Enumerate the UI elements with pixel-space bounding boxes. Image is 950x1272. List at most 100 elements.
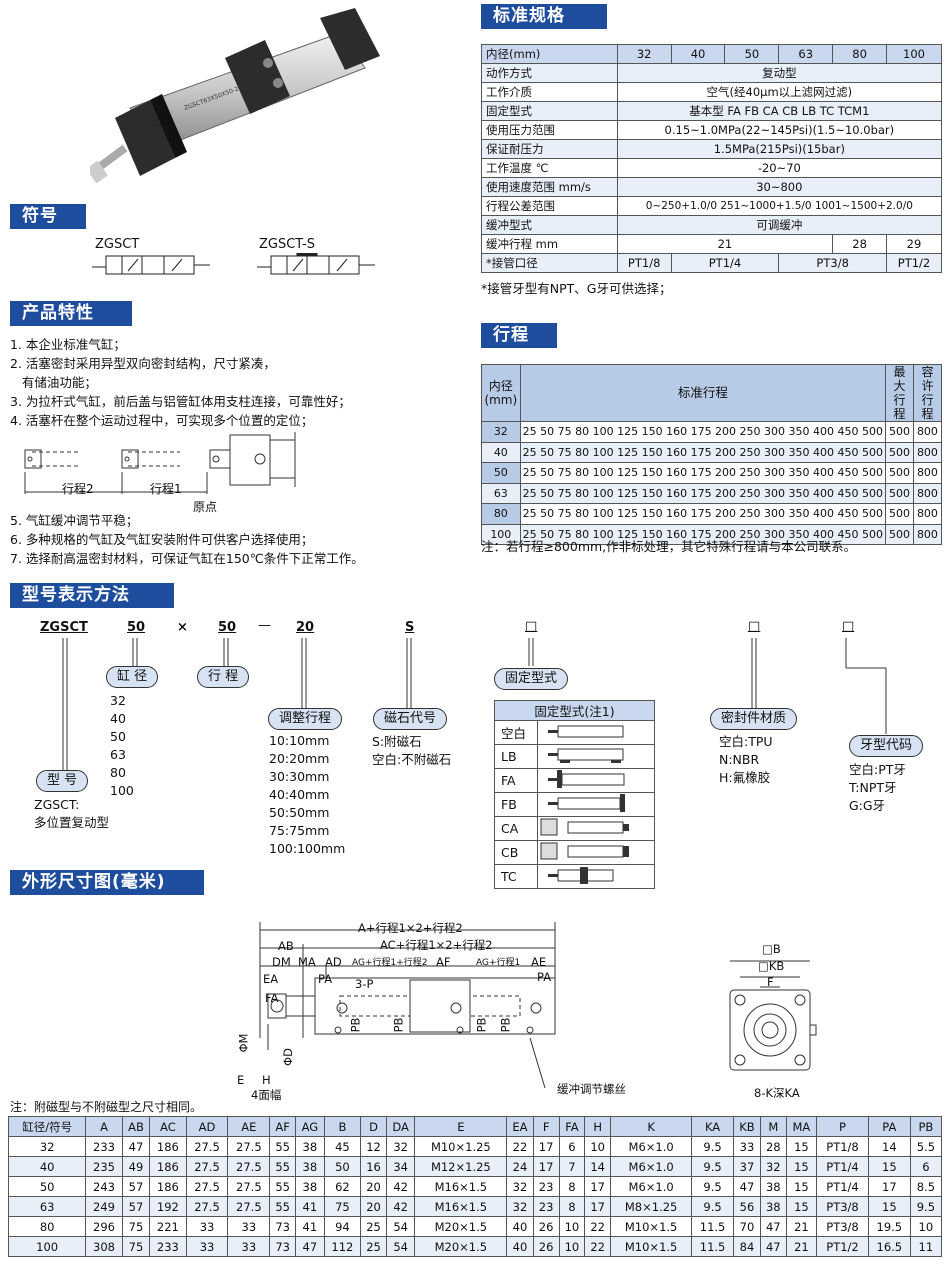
dim-cell: 75 — [121, 1236, 151, 1257]
spec-value: 0.15~1.0MPa(22~145Psi)(1.5~10.0bar) — [616, 120, 943, 140]
dim-cell: 75 — [323, 1196, 362, 1217]
dim-cell: 47 — [759, 1216, 787, 1237]
drawing-ab: AB — [278, 939, 294, 953]
dim-cell: 10 — [558, 1236, 586, 1257]
model-stroke-pill: 行 程 — [197, 666, 250, 688]
dim-cell: 308 — [85, 1236, 123, 1257]
dim-cell: 63 — [7, 1196, 87, 1217]
dim-cell: 33 — [227, 1236, 271, 1257]
dim-cell: 27.5 — [185, 1196, 229, 1217]
stroke-allow: 800 — [912, 462, 943, 484]
spec-row: 动作方式复动型 — [481, 63, 943, 83]
dim-cell: 17 — [584, 1176, 612, 1197]
mount-table-header: 固定型式(注1) — [494, 700, 655, 721]
dim-header-cell: PA — [867, 1116, 911, 1137]
model-seal-values: 空白:TPU N:NBR H:氟橡胶 — [719, 734, 773, 785]
model-mag-values: S:附磁石 空白:不附磁石 — [372, 734, 452, 767]
dim-cell: 25 — [360, 1216, 387, 1237]
dim-cell: 38 — [295, 1156, 325, 1177]
dim-cell: 100 — [7, 1236, 87, 1257]
dim-cell: 32 — [759, 1156, 787, 1177]
spec-key: 行程公差范围 — [481, 196, 618, 216]
dim-cell: 42 — [385, 1196, 416, 1217]
stroke-allow: 800 — [912, 503, 943, 525]
dim-cell: M12×1.25 — [414, 1156, 508, 1177]
dim-cell: 32 — [506, 1196, 534, 1217]
spec-key: 工作介质 — [481, 82, 618, 102]
spec-value: 21 — [616, 234, 834, 254]
dim-cell: 33 — [185, 1216, 229, 1237]
drawing-pa-right: PA — [537, 970, 552, 984]
dim-cell: 47 — [759, 1236, 787, 1257]
dim-cell: 80 — [7, 1216, 87, 1237]
dim-cell: 28 — [759, 1136, 787, 1157]
stroke-header-allow: 容许行程 — [912, 364, 943, 422]
dim-cell: 38 — [295, 1176, 325, 1197]
dim-cell: 112 — [323, 1236, 362, 1257]
spec-key: 工作温度 ℃ — [481, 158, 618, 178]
symbol-zgsct-diagram — [92, 255, 210, 275]
dim-cell: 9.5 — [691, 1156, 734, 1177]
dim-cell: 15 — [785, 1196, 818, 1217]
drawing-af: AF — [436, 955, 451, 969]
feature-2-cont: 有储油功能； — [10, 375, 97, 390]
dim-cell: 16.5 — [867, 1236, 911, 1257]
dim-cell: 84 — [732, 1236, 761, 1257]
dim-cell: PT3/8 — [816, 1196, 869, 1217]
dim-cell: 14 — [867, 1136, 911, 1157]
dim-cell: 20 — [360, 1196, 387, 1217]
spec-row: 工作介质空气(经40μm以上滤网过滤) — [481, 82, 943, 102]
dim-cell: M8×1.25 — [610, 1196, 693, 1217]
stroke-allow: 800 — [912, 421, 943, 443]
dim-cell: 221 — [149, 1216, 187, 1237]
stroke-std: 25 50 75 80 100 125 150 160 175 200 250 … — [519, 441, 887, 463]
drawing-ac-total: AC+行程1×2+行程2 — [380, 938, 493, 952]
section-dimensions-header: 外形尺寸图(毫米) — [10, 870, 204, 895]
drawing-pa-left: PA — [318, 972, 333, 986]
dim-header-cell: F — [532, 1116, 560, 1137]
dim-cell: 38 — [759, 1196, 787, 1217]
dim-cell: PT1/4 — [816, 1156, 869, 1177]
section-symbol-header: 符号 — [10, 204, 86, 229]
dim-cell: 47 — [732, 1176, 761, 1197]
mount-row: FB — [494, 792, 655, 817]
dim-cell: 32 — [7, 1136, 87, 1157]
dim-cell: 9.5 — [691, 1136, 734, 1157]
mount-row: LB — [494, 744, 655, 769]
stroke-allow: 800 — [912, 441, 943, 463]
model-mount-box: □ — [525, 619, 538, 634]
dim-header-cell: AC — [149, 1116, 187, 1137]
mount-code: 空白 — [494, 720, 538, 745]
model-stroke-code: 50 — [218, 620, 237, 635]
spec-header-cell: 内径(mm) — [481, 44, 618, 64]
dim-header-cell: E — [414, 1116, 508, 1137]
mount-code: CA — [494, 816, 538, 841]
model-x-sign: × — [177, 620, 188, 635]
stroke-header-row: 内径(mm) 标准行程 最大行程 容许行程 — [481, 364, 943, 422]
stroke-std: 25 50 75 80 100 125 150 160 175 200 250 … — [519, 482, 887, 504]
mount-code: LB — [494, 744, 538, 769]
spec-value: -20~70 — [616, 158, 943, 178]
model-mag-pill: 磁石代号 — [373, 708, 448, 730]
dim-header-cell: AE — [227, 1116, 271, 1137]
spec-header-cell: 100 — [886, 44, 942, 64]
dim-cell: 94 — [323, 1216, 362, 1237]
spec-table: 内径(mm) 32 40 50 63 80 100 动作方式复动型 工作介质空气… — [481, 44, 943, 273]
spec-header-cell: 80 — [832, 44, 887, 64]
dim-cell: 55 — [269, 1196, 297, 1217]
stroke-bore: 50 — [481, 462, 521, 484]
dim-header-cell: D — [360, 1116, 387, 1137]
dim-cell: 186 — [149, 1136, 187, 1157]
stroke-max: 500 — [885, 523, 914, 545]
dim-cell: M6×1.0 — [610, 1156, 693, 1177]
dim-cell: 54 — [385, 1216, 416, 1237]
dim-cell: 17 — [867, 1176, 911, 1197]
dim-header-cell: AF — [269, 1116, 297, 1137]
